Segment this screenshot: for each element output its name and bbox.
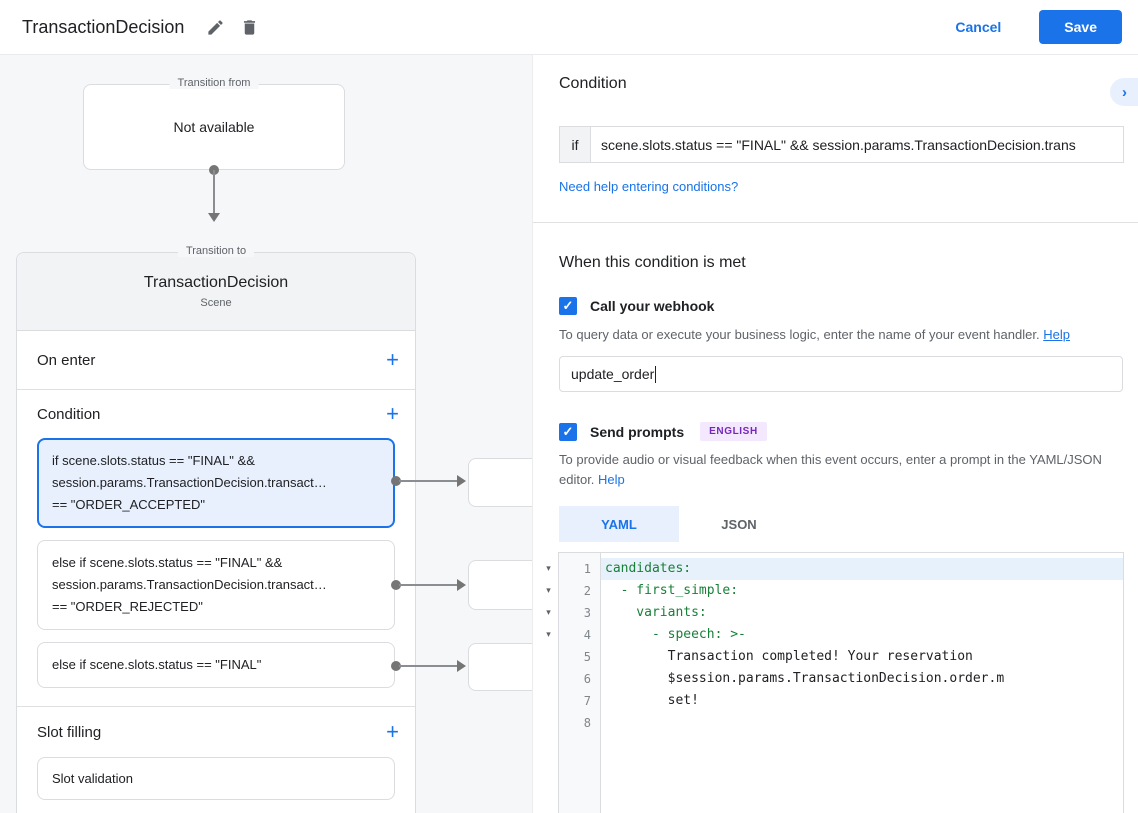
code-line: Transaction completed! Your reservation	[605, 649, 973, 664]
transition-to-card: Transition to TransactionDecision Scene …	[16, 245, 416, 813]
condition-expression-row: if scene.slots.status == "FINAL" && sess…	[559, 126, 1124, 163]
editor-tabs: YAML JSON	[559, 506, 1124, 542]
code-line: $session.params.TransactionDecision.orde…	[605, 671, 1005, 686]
delete-icon[interactable]	[232, 10, 266, 44]
condition-heading: Condition	[559, 75, 627, 92]
prompts-label: Send prompts	[590, 423, 685, 440]
code-line: candidates:	[601, 558, 1123, 580]
scene-flow-canvas: Transition from Not available Transition…	[0, 55, 532, 813]
transition-target-box[interactable]	[468, 643, 532, 691]
condition-card-accepted[interactable]: if scene.slots.status == "FINAL" && sess…	[37, 438, 395, 528]
connector-line	[213, 170, 215, 215]
arrow-right-icon	[457, 660, 466, 672]
save-button[interactable]: Save	[1039, 10, 1122, 44]
condition-text-line: session.params.TransactionDecision.trans…	[52, 475, 327, 490]
code-line: set!	[605, 693, 699, 708]
cancel-button[interactable]: Cancel	[939, 11, 1017, 43]
webhook-label: Call your webhook	[590, 298, 715, 314]
arrow-right-icon	[457, 475, 466, 487]
condition-help-link[interactable]: Need help entering conditions?	[559, 179, 739, 194]
add-slot-button[interactable]: +	[386, 719, 399, 744]
webhook-checkbox[interactable]: ✓	[559, 297, 577, 315]
slot-validation-card[interactable]: Slot validation	[37, 757, 395, 800]
scene-type: Scene	[200, 297, 232, 309]
condition-section: Condition + if scene.slots.status == "FI…	[17, 390, 415, 707]
add-condition-button[interactable]: +	[386, 401, 399, 426]
condition-detail-panel: Condition › if scene.slots.status == "FI…	[532, 55, 1138, 813]
connector-line	[399, 665, 459, 667]
prompts-check-row: ✓ Send prompts ENGLISH	[559, 422, 1124, 441]
code-editor-frame: 1 2 3 4 5 6 7 8 candidates: - first_simp…	[558, 552, 1124, 813]
connector-line	[399, 584, 459, 586]
transition-from-box: Transition from Not available	[83, 77, 345, 170]
tab-yaml[interactable]: YAML	[559, 506, 679, 542]
text-caret	[655, 365, 657, 383]
condition-header-row: Condition +	[17, 390, 415, 438]
prompts-description: To provide audio or visual feedback when…	[559, 452, 1102, 487]
edit-icon[interactable]	[198, 10, 232, 44]
connector-dot	[391, 661, 401, 671]
condition-text-line: if scene.slots.status == "FINAL" &&	[52, 453, 255, 468]
fold-icon[interactable]: ▾	[546, 584, 551, 595]
line-number-gutter: 1 2 3 4 5 6 7 8	[559, 553, 601, 813]
connector-dot	[391, 476, 401, 486]
code-line: variants:	[605, 605, 707, 620]
code-line: - first_simple:	[605, 583, 739, 598]
language-badge: ENGLISH	[700, 422, 767, 441]
chevron-right-icon[interactable]: ›	[1110, 78, 1138, 106]
yaml-editor[interactable]: ▾ ▾ ▾ ▾ 1 2 3 4 5 6 7 8 candidates: - fi…	[539, 552, 1124, 813]
transition-target-box[interactable]	[468, 458, 532, 507]
fold-icon[interactable]: ▾	[546, 628, 551, 639]
fold-icon[interactable]: ▾	[546, 562, 551, 573]
add-on-enter-button[interactable]: +	[386, 347, 399, 372]
condition-label: Condition	[37, 405, 101, 423]
arrow-down-icon	[208, 213, 220, 222]
webhook-handler-input[interactable]: update_order	[559, 356, 1123, 392]
on-enter-row[interactable]: On enter +	[17, 331, 415, 390]
code-area[interactable]: candidates: - first_simple: variants: - …	[601, 553, 1123, 813]
transition-to-legend: Transition to	[177, 245, 255, 257]
code-line	[601, 712, 1123, 734]
transition-target-box[interactable]	[468, 560, 532, 610]
transition-from-content: Not available	[173, 119, 255, 135]
on-enter-label: On enter	[37, 351, 96, 369]
connector-line	[399, 480, 459, 482]
condition-text-line: session.params.TransactionDecision.trans…	[52, 577, 327, 592]
code-line: - speech: >-	[605, 627, 746, 642]
fold-gutter: ▾ ▾ ▾ ▾	[539, 552, 558, 813]
tab-json[interactable]: JSON	[679, 506, 799, 542]
condition-text-line: == "ORDER_REJECTED"	[52, 599, 203, 614]
arrow-right-icon	[457, 579, 466, 591]
connector-dot	[391, 580, 401, 590]
condition-card-final[interactable]: else if scene.slots.status == "FINAL"	[37, 642, 395, 688]
scene-name: TransactionDecision	[143, 274, 289, 291]
webhook-help-link[interactable]: Help	[1043, 327, 1070, 342]
fold-icon[interactable]: ▾	[546, 606, 551, 617]
transition-from-legend: Transition from	[169, 77, 259, 89]
scene-header[interactable]: TransactionDecision Scene	[17, 253, 415, 331]
condition-text-line: else if scene.slots.status == "FINAL" &&	[52, 555, 283, 570]
slot-validation-label: Slot validation	[52, 771, 133, 786]
prompts-help-link[interactable]: Help	[598, 472, 625, 487]
slot-filling-row: Slot filling +	[17, 707, 415, 757]
when-condition-heading: When this condition is met	[559, 254, 746, 271]
condition-text-line: else if scene.slots.status == "FINAL"	[52, 657, 262, 672]
if-prefix: if	[559, 126, 590, 163]
condition-expression-input[interactable]: scene.slots.status == "FINAL" && session…	[590, 126, 1124, 163]
webhook-check-row: ✓ Call your webhook	[559, 297, 1124, 315]
page-title: TransactionDecision	[22, 16, 185, 37]
slot-filling-label: Slot filling	[37, 723, 102, 741]
top-bar: TransactionDecision Cancel Save	[0, 0, 1138, 55]
condition-top-section: Condition › if scene.slots.status == "FI…	[533, 55, 1138, 223]
webhook-description: To query data or execute your business l…	[559, 327, 1070, 342]
prompts-checkbox[interactable]: ✓	[559, 422, 577, 441]
condition-card-rejected[interactable]: else if scene.slots.status == "FINAL" &&…	[37, 540, 395, 630]
condition-text-line: == "ORDER_ACCEPTED"	[52, 497, 205, 512]
